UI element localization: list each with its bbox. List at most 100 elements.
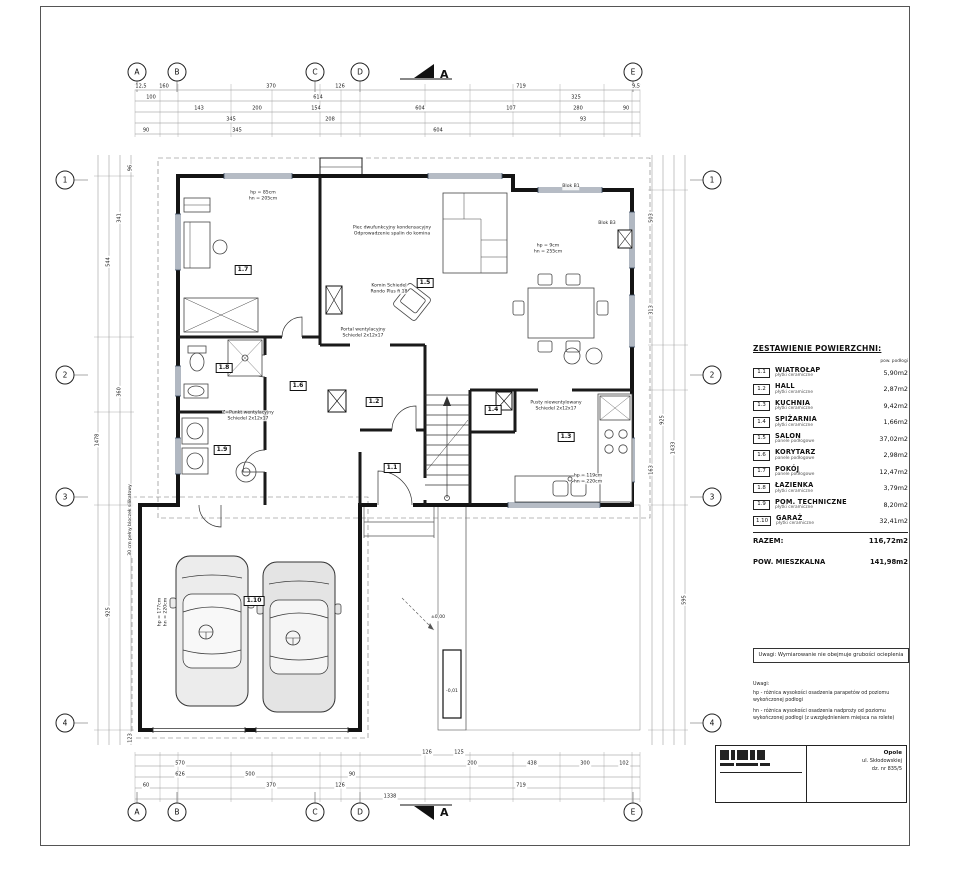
sheet-frame: [40, 6, 910, 846]
room-tag-1.9: 1.9: [213, 445, 231, 455]
dimension-label: 60: [141, 782, 151, 789]
plan-annotation: 30 cm pełny bloczek silikatowy: [128, 484, 134, 556]
grid-bubble-bottom-B: B: [167, 802, 187, 822]
legend-room-finish: panele podłogowe: [775, 472, 815, 478]
title-block-logo: [716, 746, 807, 802]
bathroom-fixtures: [183, 339, 263, 399]
grid-bubble-bottom-D: D: [350, 802, 370, 822]
dimension-label: 93: [578, 116, 588, 123]
dimension-label: 500: [244, 771, 256, 778]
dimension-label: 341: [116, 212, 123, 224]
note-hn: hn - różnica wysokości osadzenia nadproż…: [753, 709, 895, 721]
plan-annotation: ±0,00: [430, 615, 446, 621]
legend-room-id: 1.1: [753, 367, 770, 379]
legend-room-finish: panele podłogowe: [775, 455, 815, 461]
dimension-label: 1338: [382, 793, 398, 800]
legend-room-id: 1.10: [753, 516, 772, 527]
technical-room-appliances: [181, 417, 257, 483]
dimension-label: 96: [127, 163, 134, 173]
dimension-label: 313: [648, 304, 655, 316]
dimension-label: 107: [505, 105, 517, 112]
plan-annotation: Z=Punkt wentylacyjny Schiedel 2x12x17: [222, 410, 274, 422]
legend-room-title: KUCHNIA: [775, 398, 811, 407]
legend-room-id: 1.8: [753, 483, 770, 494]
grid-bubble-right-4: 4: [702, 713, 722, 733]
legend-room-title: SPIŻARNIA: [775, 415, 817, 424]
dimension-label: 360: [116, 386, 123, 398]
room-tag-1.7: 1.7: [234, 265, 252, 275]
legend-room-id: 1.4: [753, 417, 770, 428]
legend-room-area: 8,20m2: [883, 500, 908, 509]
dimension-label: 143: [193, 105, 205, 112]
legend-room-title: POKÓJ: [775, 464, 800, 473]
legend-room-area: 12,47m2: [879, 467, 908, 476]
grid-bubble-left-4: 4: [55, 713, 75, 733]
dimension-label: 719: [515, 782, 527, 789]
legend-room-id: 1.5: [753, 433, 770, 445]
legend-total-label: RAZEM:: [753, 536, 784, 545]
legend-room-finish: płytki ceramiczne: [775, 389, 813, 395]
grid-bubble-top-B: B: [167, 62, 187, 82]
title-block-street: ul. Skłodowskiej: [862, 758, 902, 764]
plan-annotation: hp = 9cm hn = 255cm: [533, 243, 563, 255]
dimension-label: 345: [231, 127, 243, 134]
grid-bubble-top-A: A: [127, 62, 147, 82]
legend-living-value: 141,98m2: [869, 557, 908, 566]
legend-column-note: pow. podłogi: [880, 359, 908, 364]
grid-bubble-bottom-E: E: [623, 802, 643, 822]
room-tag-1.5: 1.5: [416, 278, 434, 288]
legend-room-area: 9,42m2: [883, 401, 908, 410]
dimension-label: 544: [105, 256, 112, 268]
legend-room-finish: płytki ceramiczne: [775, 422, 813, 428]
plan-annotation: Pusty niewentylowany Schiedel 2x12x17: [530, 400, 582, 412]
title-block-info: Opole ul. Skłodowskiej dz. nr 835/5: [807, 746, 906, 802]
room-tag-1.1: 1.1: [383, 463, 401, 473]
legend-room-area: 37,02m2: [879, 434, 908, 443]
interior-walls: [178, 176, 632, 505]
dimension-label: 570: [174, 760, 186, 767]
section-marker-top: A: [400, 64, 452, 81]
legend-living-row: POW. MIESZKALNA 141,98m2: [753, 558, 908, 566]
car-2: [256, 561, 342, 713]
grid-bubble-bottom-A: A: [127, 802, 147, 822]
dimension-label: 345: [225, 116, 237, 123]
grid-bubble-top-C: C: [305, 62, 325, 82]
dimension-label: 102: [618, 760, 630, 767]
dimension-label: 438: [526, 760, 538, 767]
dimension-label: 370: [265, 83, 277, 90]
car-1: [169, 555, 255, 707]
legend-room-finish: płytki ceramiczne: [775, 373, 813, 379]
area-summary-panel: ZESTAWIENIE POWIERZCHNI: pow. podłogi 1.…: [753, 344, 908, 566]
legend-room-title: GARAŻ: [776, 514, 803, 523]
logo-marks-row2: [720, 763, 802, 766]
porch-steps: [363, 505, 435, 538]
legend-room-title: ŁAZIENKA: [775, 481, 814, 490]
dimension-label: 90: [347, 771, 357, 778]
dimension-label: 925: [105, 606, 112, 618]
room-tag-1.6: 1.6: [289, 381, 307, 391]
legend-total-value: 116,72m2: [868, 536, 908, 545]
grid-bubble-left-1: 1: [55, 170, 75, 190]
dimension-label: 9,5: [631, 83, 641, 90]
dimension-label: 614: [312, 94, 324, 101]
dimension-label: 208: [324, 116, 336, 123]
room-tag-1.4: 1.4: [484, 405, 502, 415]
legend-room-title: HALL: [775, 382, 795, 391]
dimension-label: 126: [334, 782, 346, 789]
bedroom-furniture: [183, 197, 259, 333]
title-block-plot: dz. nr 835/5: [871, 766, 902, 772]
dimension-label: 925: [659, 414, 666, 426]
legend-room-finish: płytki ceramiczne: [776, 521, 815, 527]
